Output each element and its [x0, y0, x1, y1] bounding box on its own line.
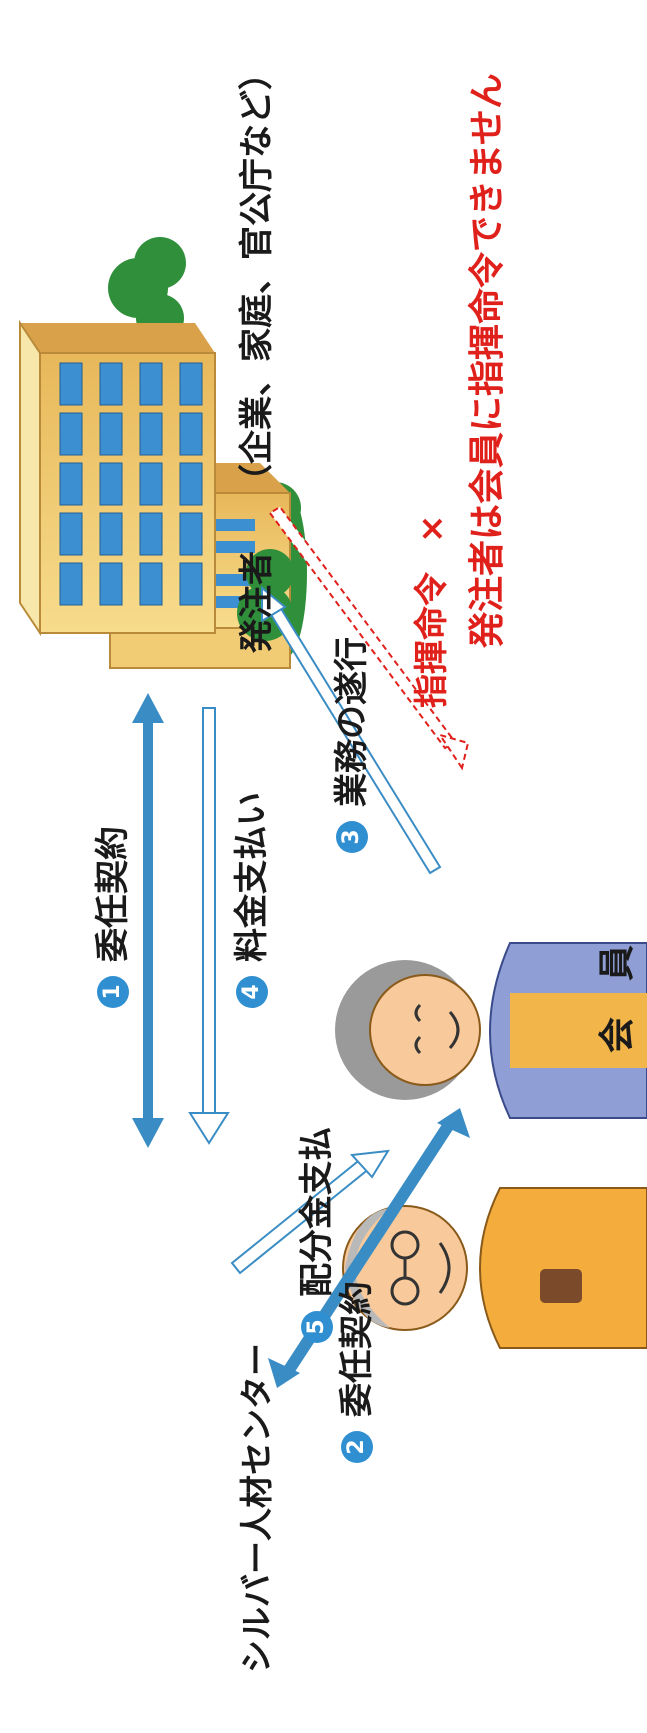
arrow-step4 [188, 707, 230, 1145]
prohibited-command-label: 指揮命令 [412, 572, 452, 708]
step3-label: 業務の遂行 [332, 637, 372, 807]
step4-label: 料金支払い [232, 792, 272, 962]
member-woman-icon [335, 942, 647, 1119]
client-building-icon [19, 237, 294, 641]
step5: 5 配分金支払 [297, 1127, 337, 1343]
step4: 4 料金支払い [232, 792, 272, 1008]
step2-number: 2 [341, 1431, 373, 1463]
prohibition-note: 発注者は会員に指揮命令できません [467, 73, 508, 648]
step3-number: 3 [336, 821, 368, 853]
step5-number: 5 [301, 1311, 333, 1343]
step2: 2 委任契約 [337, 1281, 377, 1463]
client-examples-label: （企業、家庭、官公庁など） [237, 56, 277, 498]
step1: 1 委任契約 [93, 826, 133, 1008]
step3: 3 業務の遂行 [332, 637, 372, 853]
step1-number: 1 [97, 976, 129, 1008]
step4-number: 4 [236, 976, 268, 1008]
members-label: 会 員 [597, 944, 638, 1053]
step2-label: 委任契約 [337, 1281, 377, 1417]
client-label: 発注者 [237, 551, 277, 653]
center-label: シルバー人材センター [237, 1343, 276, 1673]
step1-label: 委任契約 [93, 826, 133, 962]
arrow-prohibited [268, 505, 470, 771]
prohibited-mark: × [412, 514, 452, 544]
step5-label: 配分金支払 [297, 1127, 337, 1297]
arrow-step3 [261, 585, 442, 875]
member-man-icon [342, 1187, 647, 1349]
arrow-step5 [230, 1149, 390, 1275]
arrow-step1 [132, 693, 164, 1148]
